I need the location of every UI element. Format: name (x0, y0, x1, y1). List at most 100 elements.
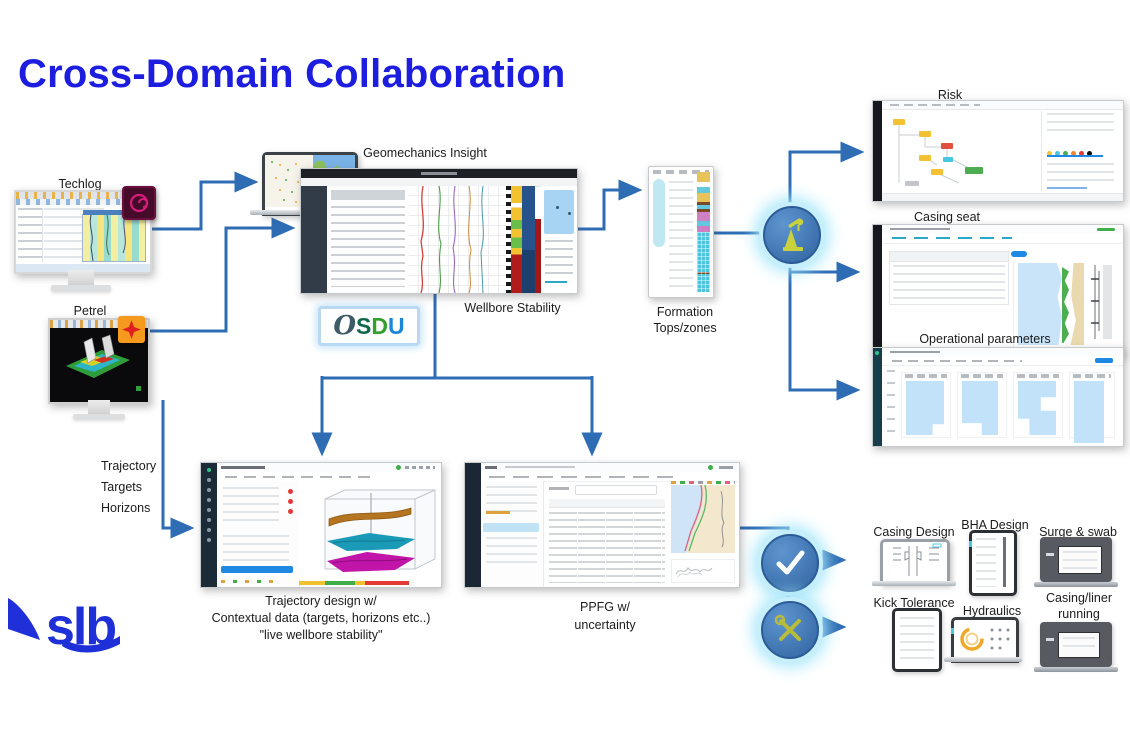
trajectory-note-line-2: Targets (101, 480, 142, 494)
opparams-track-2 (957, 372, 1007, 438)
traj-blue-button (221, 566, 293, 573)
casing-sidebar (873, 225, 882, 355)
techlog-monitor (14, 190, 152, 274)
opparams-title-dash (890, 351, 940, 353)
rig-automation-circle (763, 206, 821, 264)
wellbore-stability-label: Wellbore Stability (464, 301, 561, 315)
gi-titlebar-text (421, 172, 457, 175)
risk-window (872, 100, 1124, 202)
opparams-track4-fill (1074, 381, 1104, 443)
formation-depth-strip (653, 179, 665, 247)
traj-rail-icons (207, 468, 211, 472)
techlog-tree-panel (18, 208, 43, 262)
casing-liner-laptop (1040, 622, 1112, 667)
operational-parameters-label: Operational parameters (919, 332, 1051, 346)
ppfg-menu-row (481, 472, 739, 482)
techlog-toolbar-2 (16, 199, 150, 205)
traj-title-dash (221, 466, 265, 469)
traj-3d-viewport (299, 481, 441, 579)
risk-properties-panel (1041, 111, 1118, 191)
traj-form-panel (217, 481, 300, 587)
techlog-tracks-window (82, 210, 146, 262)
opparams-track3-header (1017, 374, 1059, 378)
trajectory-note-line-3: Horizons (101, 501, 151, 515)
risk-toolbar (882, 101, 1123, 110)
formation-tops-card (648, 166, 714, 298)
casing-liner-keys (1046, 638, 1054, 641)
ppfg-table-area (549, 485, 665, 583)
petrel-monitor-stand (88, 400, 110, 414)
opparams-track2-header (961, 374, 1003, 378)
opparams-depth-axis (887, 370, 895, 440)
petrel-3d-model (66, 334, 141, 391)
hydraulics-label: Hydraulics (962, 604, 1022, 618)
bha-design-label: BHA Design (961, 518, 1029, 532)
check-icon (776, 550, 805, 575)
slb-logo: slb (8, 598, 120, 656)
casing-seat-label: Casing seat (913, 210, 980, 224)
risk-color-palette (1047, 143, 1095, 161)
ppfg-nav-panel (481, 481, 544, 587)
ppfg-green-dot (708, 465, 713, 470)
opparams-track-4 (1069, 372, 1115, 443)
ppfg-caption-line-1: PPFG w/ (579, 600, 630, 614)
casing-green-chip (1097, 228, 1115, 231)
tools-icon (774, 614, 801, 641)
slide-title: Cross-Domain Collaboration (18, 52, 566, 96)
traj-stability-bar (299, 581, 437, 585)
techlog-label: Techlog (58, 177, 102, 191)
risk-dot-green (1063, 151, 1068, 156)
trajectory-note: Trajectory Targets Horizons (101, 456, 156, 519)
surge-swab-laptop (1040, 537, 1112, 582)
gi-sidebar (301, 186, 327, 293)
hydraulics-accent (951, 628, 954, 634)
bha-tablet-accent (969, 541, 972, 547)
opparams-menu-row (882, 356, 1123, 366)
traj-toolbar-dashes (225, 476, 375, 478)
opparams-sidebar (873, 348, 882, 446)
casing-blue-pill (1011, 251, 1027, 257)
casing-table-header (890, 252, 1008, 262)
traj-green-dot (396, 465, 401, 470)
osdu-letter-s: S (356, 312, 372, 339)
ppfg-filter-label (549, 487, 569, 490)
ppfg-caption-line-2: uncertainty (574, 618, 636, 632)
opparams-track-3 (1013, 372, 1063, 438)
osdu-letter-d: D (371, 312, 388, 339)
ppfg-title-dash (485, 466, 497, 469)
casing-title-dash (890, 228, 950, 230)
trajectory-design-caption: Trajectory design w/ Contextual data (ta… (210, 593, 432, 644)
casing-liner-running-label: Casing/liner running (1045, 591, 1112, 622)
check-circle (761, 534, 819, 592)
kick-tolerance-rows (900, 617, 934, 661)
bha-design-tablet (969, 530, 1017, 596)
opparams-track1-header (905, 374, 947, 378)
casing-liner-base (1034, 667, 1118, 672)
gi-map-panel (541, 186, 577, 293)
gi-list-rows (331, 206, 405, 287)
gi-map-points (556, 206, 559, 209)
ppfg-icon-rail (465, 463, 481, 587)
trajectory-caption-line-2: Contextual data (targets, horizons etc..… (211, 611, 431, 625)
ppfg-breadcrumb-dash (505, 466, 575, 468)
trajectory-caption-line-3: "live wellbore stability" (259, 628, 383, 642)
gi-titlebar (301, 169, 577, 178)
gi-map-info-rows (545, 240, 573, 278)
ppfg-chart (671, 481, 735, 555)
kick-tolerance-tablet (892, 608, 942, 672)
petrel-label: Petrel (73, 304, 107, 318)
petrel-icon (118, 316, 145, 343)
risk-statusbar (882, 193, 1123, 201)
techlog-spiral-icon (129, 193, 149, 213)
risk-tree (893, 119, 983, 186)
ppfg-window (464, 462, 740, 588)
surge-swab-content (1063, 551, 1097, 569)
traj-form-rows-2 (223, 535, 289, 565)
surge-swab-keys (1046, 553, 1054, 556)
osdu-letter-o: O (333, 311, 357, 341)
risk-menu-dashes (890, 104, 980, 106)
bha-list-rows (976, 538, 996, 587)
risk-dot-red (1079, 151, 1084, 156)
